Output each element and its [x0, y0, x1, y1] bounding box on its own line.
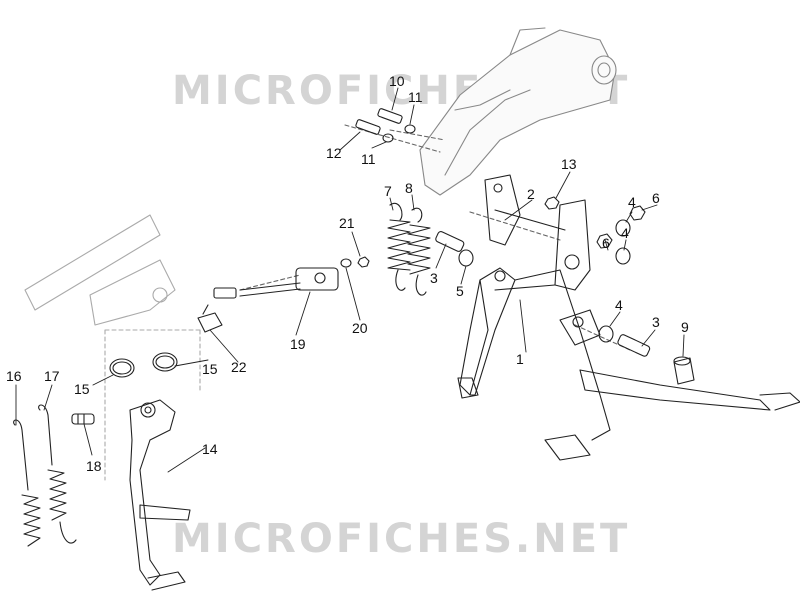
callout-3-upper: 3	[430, 270, 438, 286]
part-3-bolt-lower	[617, 334, 651, 357]
part-4-bushing-b	[615, 247, 631, 265]
part-11-washer-lower	[382, 133, 394, 143]
callout-11-upper: 11	[408, 89, 423, 105]
callout-21: 21	[339, 215, 355, 231]
part-8-spring	[407, 207, 431, 296]
callout-18: 18	[86, 458, 102, 474]
part-3-bolt-upper	[435, 230, 465, 252]
callout-5: 5	[456, 283, 464, 299]
frame-section	[24, 214, 201, 481]
part-11-washer-upper	[404, 124, 416, 134]
engine-casting	[419, 27, 617, 196]
callout-4-a: 4	[628, 194, 636, 210]
part-9-bumper	[673, 356, 695, 385]
leader-lines	[15, 87, 685, 473]
callout-9: 9	[681, 319, 689, 335]
callout-11-lower: 11	[361, 151, 376, 167]
callout-17: 17	[44, 368, 60, 384]
callout-8: 8	[405, 180, 413, 196]
callout-14: 14	[202, 441, 218, 457]
callout-13: 13	[561, 156, 577, 172]
part-20-washer	[340, 258, 352, 268]
callout-2: 2	[527, 186, 535, 202]
part-5-spacer	[458, 249, 474, 267]
callout-20: 20	[352, 320, 368, 336]
part-19-switch	[213, 267, 339, 299]
part-6-nut-b	[596, 233, 613, 249]
callout-6-b: 6	[602, 235, 610, 251]
callout-7: 7	[384, 183, 392, 199]
part-18-pin	[71, 413, 95, 425]
part-1-center-stand	[457, 267, 800, 461]
part-6-nut-a	[629, 205, 646, 221]
part-4-bushing-c	[598, 325, 614, 343]
callout-19: 19	[290, 336, 306, 352]
part-10-bolt	[377, 108, 403, 124]
callout-12: 12	[326, 145, 342, 161]
part-14-side-stand	[129, 399, 191, 591]
part-13-nut	[544, 196, 560, 210]
part-21-nut	[357, 256, 370, 268]
part-22-connector	[197, 304, 223, 333]
part-4-bushing-a	[615, 219, 631, 237]
part-2-bracket	[484, 174, 591, 291]
callout-6-a: 6	[652, 190, 660, 206]
callout-4-c: 4	[615, 297, 623, 313]
part-12-bolt	[355, 119, 381, 135]
part-16-spring	[13, 419, 41, 547]
part-15-ring-b	[152, 352, 178, 372]
part-7-spring	[387, 202, 411, 291]
callout-labels: 1 2 3 3 4 4 4 5 6 6 7 8 9 10 11 11 12 13…	[6, 73, 689, 474]
callout-10: 10	[389, 73, 405, 89]
callout-4-b: 4	[621, 225, 629, 241]
callout-22: 22	[231, 359, 247, 375]
callout-15-right: 15	[202, 361, 218, 377]
callout-3-lower: 3	[652, 314, 660, 330]
part-15-ring-a	[109, 358, 135, 378]
callout-1: 1	[516, 351, 524, 367]
watermark-bottom: MICROFICHES.NET	[172, 516, 630, 562]
callout-15-left: 15	[74, 381, 90, 397]
part-17-spring	[38, 404, 77, 544]
callout-16: 16	[6, 368, 22, 384]
